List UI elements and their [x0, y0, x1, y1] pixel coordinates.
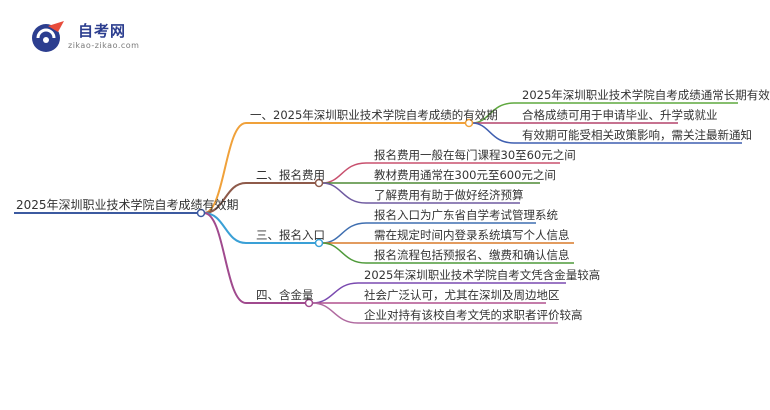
leaf-value-1: 2025年深圳职业技术学院自考文凭含金量较高 [364, 268, 601, 282]
graduation-cap-icon [32, 21, 64, 52]
leaf-value-2: 社会广泛认可，尤其在深圳及周边地区 [364, 288, 560, 302]
branch-fees: 二、报名费用 [256, 168, 325, 182]
branch-entry: 三、报名入口 [256, 228, 325, 242]
leaf-fees-2: 教材费用通常在300元至600元之间 [374, 168, 556, 182]
leaf-fees-1: 报名费用一般在每门课程30至60元之间 [374, 148, 576, 162]
leaf-entry-2: 需在规定时间内登录系统填写个人信息 [374, 228, 570, 242]
branch-validity: 一、2025年深圳职业技术学院自考成绩的有效期 [250, 108, 498, 122]
leaf-validity-3: 有效期可能受相关政策影响，需关注最新通知 [522, 128, 752, 142]
branch-value: 四、含金量 [256, 288, 314, 302]
leaf-value-3: 企业对持有该校自考文凭的求职者评价较高 [364, 308, 583, 322]
brand-domain: zikao-zikao.com [68, 41, 140, 50]
leaf-validity-2: 合格成绩可用于申请毕业、升学或就业 [522, 108, 718, 122]
site-logo[interactable]: 自考网 zikao-zikao.com [28, 18, 178, 58]
leaf-fees-3: 了解费用有助于做好经济预算 [374, 188, 524, 202]
leaf-entry-1: 报名入口为广东省自学考试管理系统 [374, 208, 558, 222]
root-node: 2025年深圳职业技术学院自考成绩有效期 [16, 198, 239, 212]
brand-name: 自考网 [78, 22, 127, 40]
leaf-entry-3: 报名流程包括预报名、缴费和确认信息 [374, 248, 570, 262]
mind-map-connectors [14, 102, 742, 324]
leaf-validity-1: 2025年深圳职业技术学院自考成绩通常长期有效 [522, 88, 770, 102]
